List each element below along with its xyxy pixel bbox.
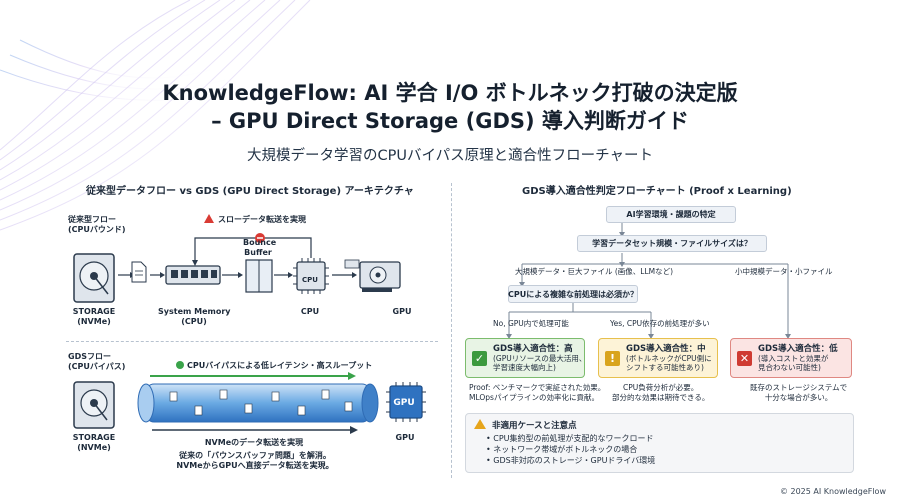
- flow-step-dataset-size: 学習データセット規模・ファイルサイズは？: [577, 235, 767, 252]
- footer-copyright: © 2025 AI KnowledgeFlow: [779, 487, 886, 496]
- branch-small-data: 小中規模データ・小ファイル: [735, 267, 833, 276]
- document-icon: [131, 261, 147, 283]
- system-memory-label: System Memory (CPU): [158, 307, 231, 326]
- check-mark-icon: ✓: [472, 350, 487, 366]
- result-medium: ! GDS導入適合性：中 (ボトルネックがCPU側に シフトする可能性あり): [598, 338, 718, 378]
- note-high: Proof: ベンチマークで実証された効果。 MLOpsパイプラインの効率化に貢…: [469, 383, 606, 402]
- page-subtitle: 大規模データ学習のCPUバイパス原理と適合性フローチャート: [246, 148, 654, 164]
- nvme-transfer-label: NVMeのデータ転送を実現: [204, 438, 304, 447]
- result-high: ✓ GDS導入適合性：高 (GPUリソースの最大活用、 学習速度大幅向上): [465, 338, 586, 378]
- caution-heading: 非適用ケースと注意点: [474, 419, 577, 431]
- cpu-bypass-label: CPUバイパスによる低レイテンシ・高スループット: [176, 361, 372, 371]
- gds-gpu-label: GPU: [395, 433, 415, 442]
- result-low: ✕ GDS導入適合性：低 (導入コストと効果が 見合わない可能性): [730, 338, 852, 378]
- branch-large-data: 大規模データ・巨大ファイル (画像、LLMなど): [515, 267, 674, 276]
- cpu-chip-icon: [293, 258, 329, 294]
- page-title-line-2: – GPU Direct Storage (GDS) 導入判断ガイド: [211, 109, 689, 133]
- gds-gpu-chip-text: GPU: [393, 398, 415, 408]
- flowchart-connectors: [506, 223, 791, 339]
- flow-step-cpu-preprocess: CPUによる複雑な前処理は必須か？: [508, 285, 638, 303]
- branch-yes: Yes, CPU依存の前処理が多い: [610, 319, 710, 328]
- gds-flow-label: GDSフロー (CPUバイパス): [68, 352, 126, 371]
- cpu-chip-text: CPU: [302, 276, 318, 284]
- gpu-card-icon: [359, 261, 401, 292]
- gpu-label: GPU: [392, 307, 412, 316]
- check-icon: [176, 361, 184, 369]
- caution-item: ネットワーク帯域がボトルネックの場合: [486, 444, 655, 455]
- flow-divider: [66, 341, 438, 342]
- note-low: 既存のストレージシステムで 十分な場合が多い。: [750, 383, 848, 402]
- warning-triangle-icon: !: [605, 350, 620, 366]
- gds-storage-label: STORAGE (NVMe): [72, 433, 116, 452]
- memory-module-icon: [165, 265, 221, 285]
- cross-mark-icon: ✕: [737, 350, 752, 366]
- gds-benefit-note: 従来の「バウンスバッファ問題」を解消。 NVMeからGPUへ直接データ転送を実現…: [176, 451, 334, 470]
- traditional-flow-label: 従来型フロー (CPUバウンド): [68, 215, 126, 234]
- section-divider: [451, 183, 452, 478]
- storage-label: STORAGE (NVMe): [72, 307, 116, 326]
- page-title-line-1: KnowledgeFlow: AI 学合 I/O ボトルネック打破の決定版: [162, 81, 738, 105]
- caution-panel: 非適用ケースと注意点 CPU集約型の前処理が支配的なワークロード ネットワーク帯…: [465, 413, 854, 473]
- note-medium: CPU負荷分析が必要。 部分的な効果は期待できる。: [612, 383, 710, 402]
- flow-step-identify: AI学習環境・課題の特定: [606, 206, 736, 223]
- caution-warning-icon: [474, 419, 486, 429]
- branch-no: No, GPU内で処理可能: [493, 319, 569, 328]
- background-wave-graphic: [0, 0, 311, 231]
- storage-drive-icon: [73, 253, 115, 303]
- left-section-heading: 従来型データフロー vs GDS (GPU Direct Storage) アー…: [86, 186, 414, 197]
- slow-transfer-warning: スローデータ転送を実現: [204, 214, 306, 225]
- right-section-heading: GDS導入適合性判定フローチャート (Proof x Learning): [522, 186, 792, 197]
- caution-item: GDS非対応のストレージ・GPUドライバ環境: [486, 455, 655, 466]
- gds-storage-drive-icon: [73, 381, 115, 429]
- warning-icon: [204, 214, 214, 223]
- caution-item: CPU集約型の前処理が支配的なワークロード: [486, 433, 655, 444]
- cpu-label: CPU: [300, 307, 320, 316]
- caution-list: CPU集約型の前処理が支配的なワークロード ネットワーク帯域がボトルネックの場合…: [486, 433, 655, 467]
- gds-gpu-chip-icon: [386, 382, 426, 422]
- traditional-flow-diagram: [73, 233, 401, 303]
- bounce-buffer-label: Bounce Buffer: [243, 238, 277, 257]
- gds-flow-diagram: [73, 372, 426, 434]
- direct-transfer-tube: [137, 383, 379, 423]
- bounce-buffer-icon: [245, 259, 273, 293]
